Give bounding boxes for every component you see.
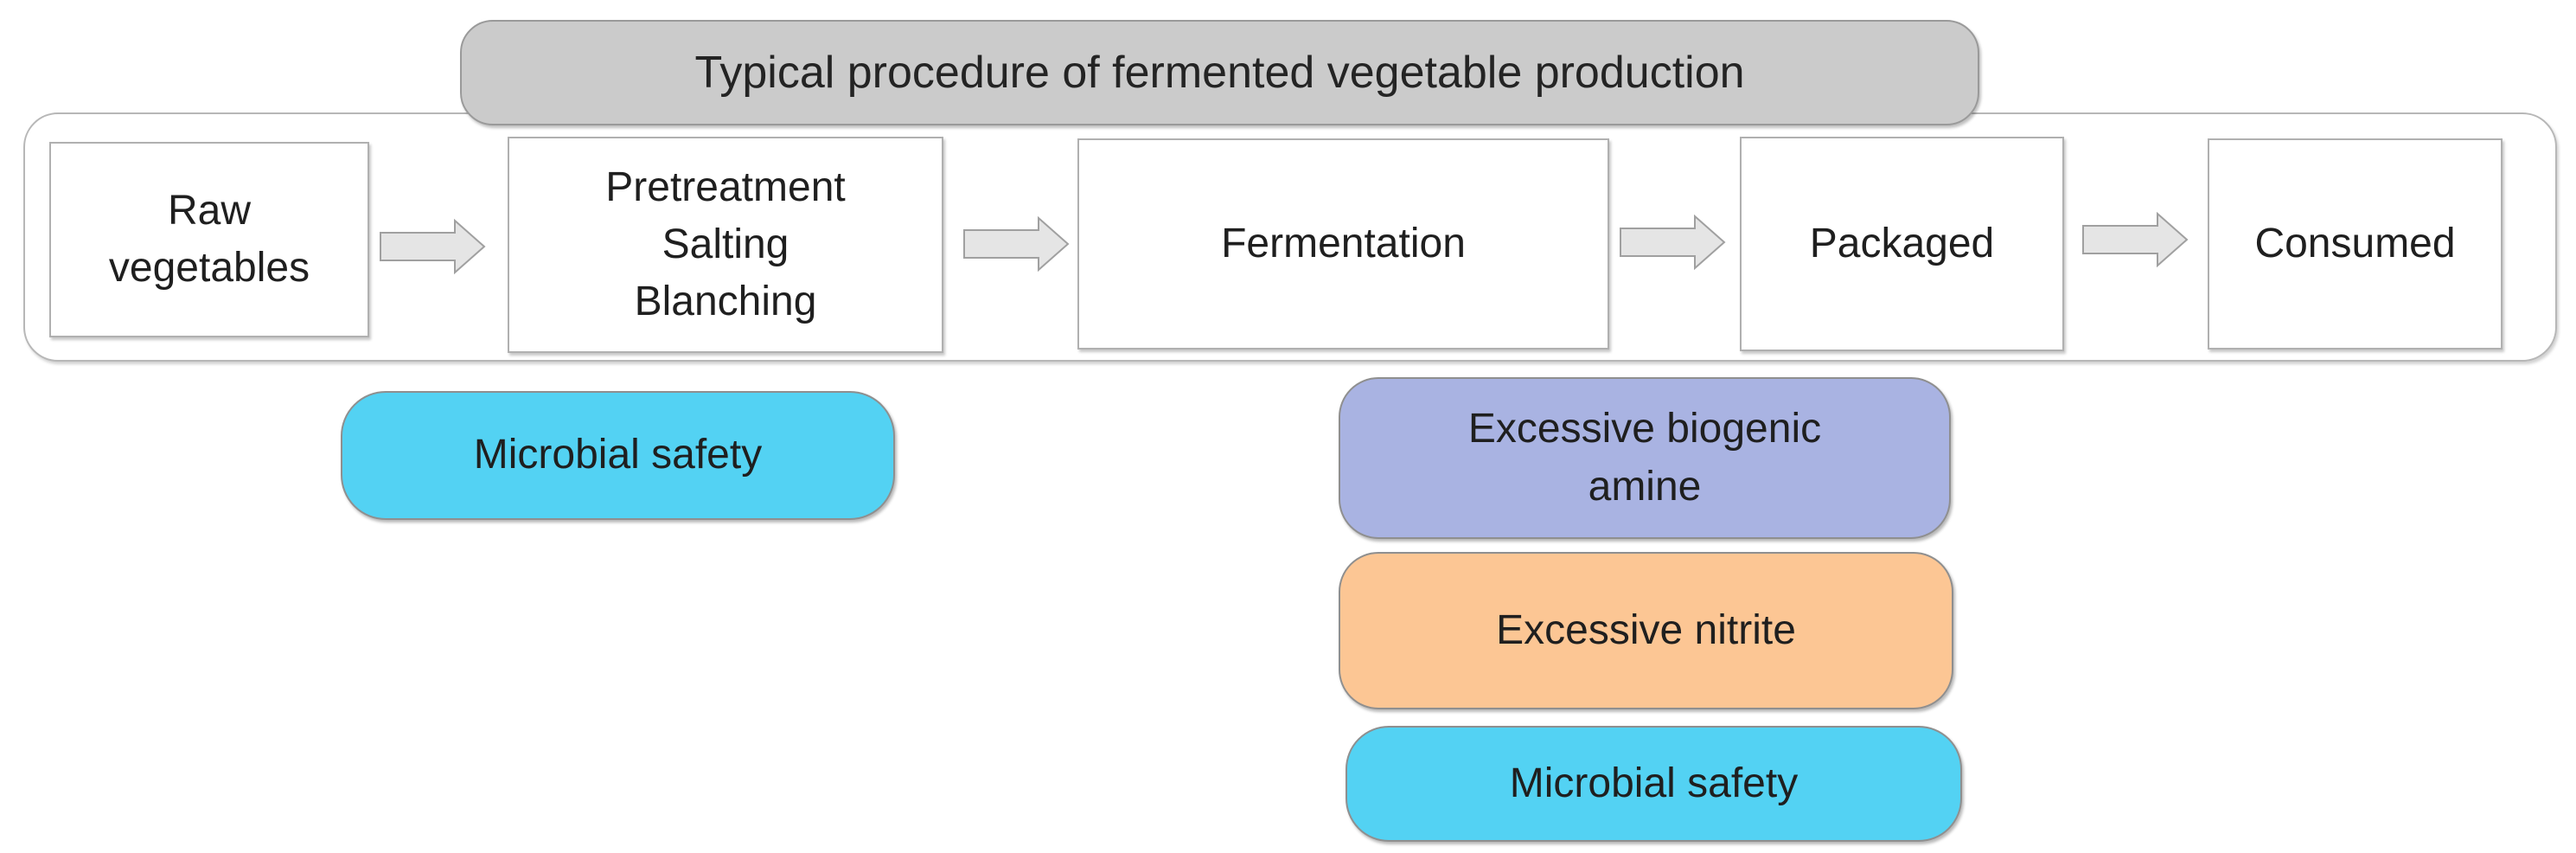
- step-box-packaged: Packaged: [1740, 137, 2064, 351]
- flow-arrow-right-icon: [380, 219, 486, 274]
- title-banner: Typical procedure of fermented vegetable…: [460, 20, 1979, 125]
- flow-arrow-right-icon: [963, 216, 1070, 272]
- flow-arrow-right-icon: [1620, 215, 1726, 270]
- step-box-raw-vegetables: Raw vegetables: [49, 142, 369, 337]
- hazard-pill-excessive-nitrite: Excessive nitrite: [1339, 552, 1953, 709]
- hazard-pill-microbial-safety-fermentation: Microbial safety: [1346, 726, 1962, 842]
- hazard-pill-excessive-biogenic-amine: Excessive biogenic amine: [1339, 377, 1951, 539]
- step-box-fermentation: Fermentation: [1077, 138, 1609, 350]
- hazard-pill-microbial-safety-pretreatment: Microbial safety: [341, 391, 895, 520]
- step-box-pretreatment: Pretreatment Salting Blanching: [508, 137, 943, 353]
- flow-arrow-right-icon: [2082, 212, 2189, 267]
- step-box-consumed: Consumed: [2208, 138, 2502, 350]
- title-banner-label: Typical procedure of fermented vegetable…: [694, 48, 1745, 98]
